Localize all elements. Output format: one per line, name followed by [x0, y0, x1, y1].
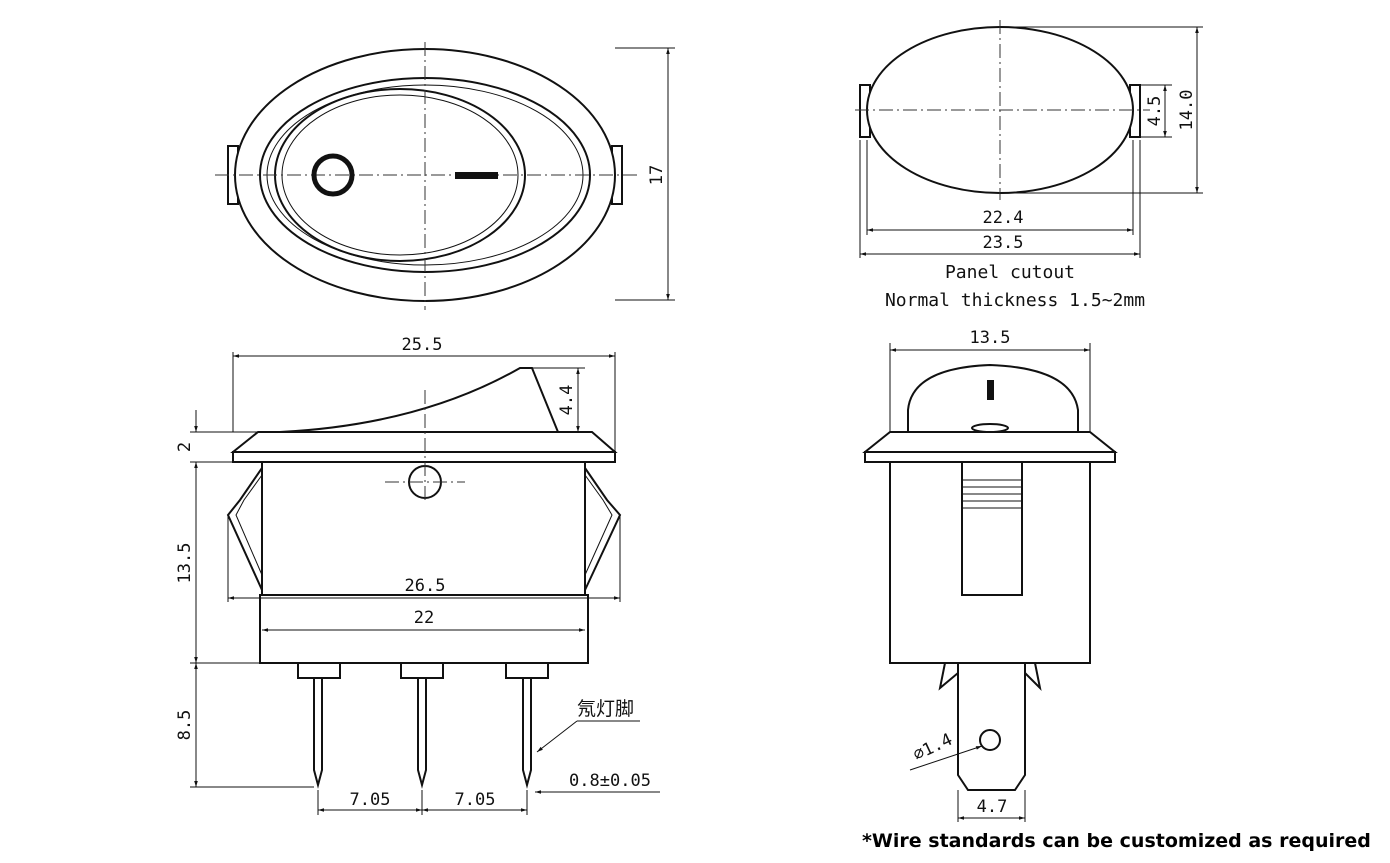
top-view: 17 — [215, 42, 675, 310]
dim-pin-8-5: 8.5 — [175, 710, 195, 741]
footer-note: *Wire standards can be customized as req… — [862, 830, 1371, 852]
dim-pin-4-7: 4.7 — [977, 797, 1008, 817]
thickness-note: Normal thickness 1.5~2mm — [885, 290, 1145, 311]
on-mark — [455, 172, 498, 179]
dim-height-14: 14.0 — [1177, 90, 1197, 131]
dim-hole: ⌀1.4 — [910, 730, 956, 765]
dim-body-13-5: 13.5 — [175, 543, 195, 584]
panel-cutout-title: Panel cutout — [945, 262, 1075, 283]
dim-front-13-5: 13.5 — [970, 328, 1011, 348]
dim-height-17: 17 — [647, 165, 667, 185]
dim-pin-width: 0.8±0.05 — [569, 771, 651, 791]
side-view: 25.5 4.4 2 13.5 8.5 26.5 22 7.05 7.05 0.… — [175, 335, 660, 815]
dim-width-23-5: 23.5 — [983, 233, 1024, 253]
dim-width-25-5: 25.5 — [402, 335, 443, 355]
dim-body-22: 22 — [414, 608, 434, 628]
panel-cutout-view: 4.5 14.0 22.4 23.5 Panel cutout Normal t… — [855, 20, 1203, 311]
indicator-ring — [311, 153, 355, 197]
dim-width-22-4: 22.4 — [983, 208, 1024, 228]
neon-pin-label: 氖灯脚 — [577, 698, 634, 720]
dim-flange-2: 2 — [175, 442, 195, 452]
dim-tab-4-5: 4.5 — [1145, 96, 1165, 127]
dim-wing-26-5: 26.5 — [405, 576, 446, 596]
dim-pitch-left: 7.05 — [350, 790, 391, 810]
dim-rocker-4-4: 4.4 — [557, 385, 577, 416]
front-view: ⌀1.4 13.5 4.7 — [862, 328, 1118, 822]
dim-pitch-right: 7.05 — [455, 790, 496, 810]
pins — [297, 662, 549, 789]
